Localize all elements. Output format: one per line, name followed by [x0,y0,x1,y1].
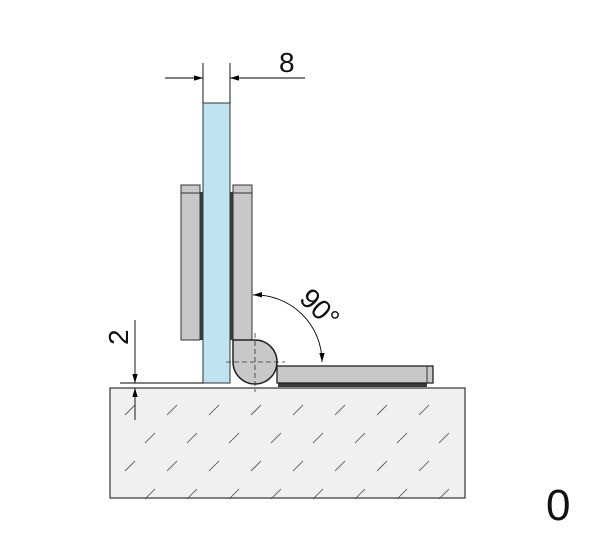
hatch-mark [396,488,408,500]
hatch-mark [376,404,388,416]
gasket-right [230,192,233,340]
hatch-mark [270,488,282,500]
hatch-mark [270,432,282,444]
hatch-mark [292,404,304,416]
clamp-left [180,184,201,341]
hatch-mark [418,404,430,416]
dimension-label-gap: 2 [103,329,134,345]
floor-block [109,387,466,500]
dimension-angle-arc [252,292,325,363]
hatch-mark [144,488,156,500]
hatch-mark [334,460,346,472]
hatch-mark [208,460,220,472]
glass-panel [202,102,231,384]
hatch-mark [144,432,156,444]
hatch-mark [354,488,366,500]
gasket-left [199,192,203,340]
floor-plate [276,365,434,387]
hatch-mark [208,404,220,416]
hatch-mark [334,404,346,416]
dimension-glass-thickness [165,63,305,103]
hatch-mark [292,460,304,472]
clamp-right [232,184,253,341]
corner-label: 0 [546,481,570,530]
hatch-mark [228,488,240,500]
hatch-mark [418,460,430,472]
dimension-label-angle: 90° [294,282,346,334]
hatch-mark [312,432,324,444]
hatch-mark [354,432,366,444]
hatch-mark [250,460,262,472]
dimension-floor-gap [120,320,203,420]
hatch-mark [228,432,240,444]
hatch-mark [124,460,136,472]
hatch-mark [186,488,198,500]
hatch-mark [250,404,262,416]
hatch-mark [186,432,198,444]
dimension-label-thickness: 8 [279,47,295,78]
hatch-mark [376,460,388,472]
hatch-mark [166,460,178,472]
hatch-mark [124,404,136,416]
hatch-mark [166,404,178,416]
hatch-mark [312,488,324,500]
hatch-mark [438,488,450,500]
hatch-mark [396,432,408,444]
hatch-mark [438,432,450,444]
